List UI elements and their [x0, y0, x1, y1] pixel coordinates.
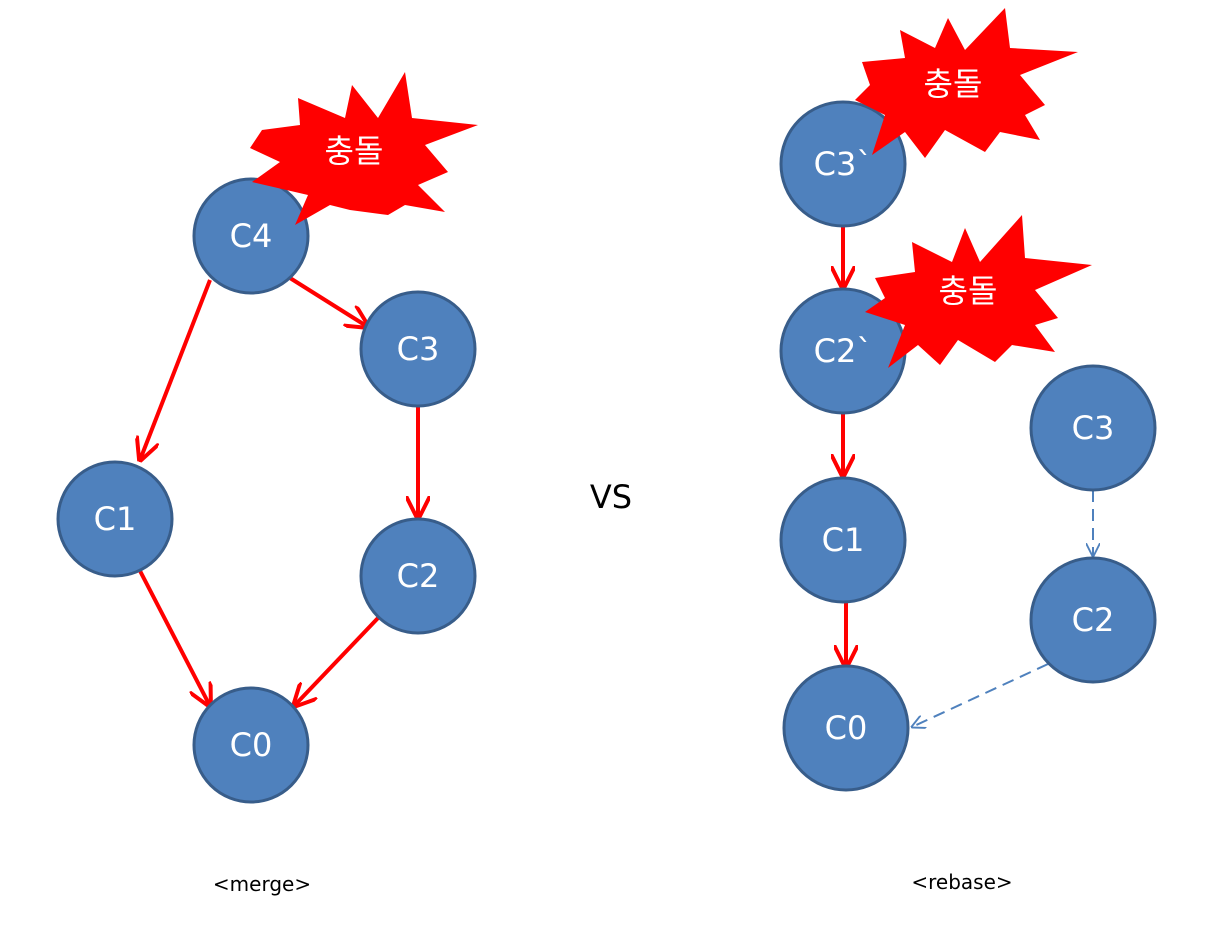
rebase-node-c2-old: C2	[1029, 556, 1157, 684]
merge-graph: C1 C3 C2 C0 C4 충돌 <merge>	[56, 72, 478, 896]
rebase-node-c3-prime: C3`	[779, 100, 907, 228]
merge-node-c0: C0	[192, 686, 310, 804]
rebase-graph: C3` C2` C1 C0 C3 C2 충돌 충돌	[779, 8, 1157, 894]
rebase-caption: <rebase>	[911, 870, 1012, 894]
merge-edge-c4-c1	[140, 279, 212, 460]
explosion-icon	[865, 215, 1092, 368]
merge-node-c4-label: C4	[230, 217, 273, 255]
vs-label: VS	[590, 478, 632, 516]
explosion-icon	[250, 72, 478, 225]
merge-node-c3-label: C3	[397, 330, 440, 368]
rebase-conflict-mid-label: 충돌	[939, 272, 998, 310]
merge-node-c2: C2	[359, 517, 477, 635]
rebase-edge-old-c2-c0	[912, 663, 1049, 727]
merge-node-c2-label: C2	[397, 557, 440, 595]
rebase-node-c1-label: C1	[822, 521, 865, 559]
merge-conflict-label: 충돌	[325, 132, 384, 170]
merge-edge-c1-c0	[136, 566, 210, 706]
merge-node-c3: C3	[359, 290, 477, 408]
rebase-node-c2-old-label: C2	[1072, 601, 1115, 639]
merge-node-c0-label: C0	[230, 726, 273, 764]
merge-node-c4: C4	[192, 177, 310, 295]
rebase-conflict-top-label: 충돌	[924, 65, 983, 103]
rebase-conflict-burst-mid: 충돌	[865, 215, 1092, 368]
rebase-node-c2-prime: C2`	[779, 287, 907, 415]
rebase-node-c0: C0	[782, 664, 910, 792]
rebase-node-c3-prime-label: C3`	[814, 145, 873, 183]
merge-caption: <merge>	[213, 872, 311, 896]
rebase-conflict-burst-top: 충돌	[855, 8, 1078, 158]
rebase-node-c3-old-label: C3	[1072, 409, 1115, 447]
merge-node-c1-label: C1	[94, 500, 137, 538]
rebase-node-c0-label: C0	[825, 709, 868, 747]
rebase-node-c1: C1	[779, 476, 907, 604]
rebase-node-c3-old: C3	[1029, 364, 1157, 492]
merge-node-c1: C1	[56, 460, 174, 578]
merge-edge-c4-c3	[288, 276, 368, 327]
merge-edge-c2-c0	[294, 616, 380, 706]
merge-conflict-burst: 충돌	[250, 72, 478, 225]
rebase-node-c2-prime-label: C2`	[814, 332, 873, 370]
explosion-icon	[855, 8, 1078, 158]
